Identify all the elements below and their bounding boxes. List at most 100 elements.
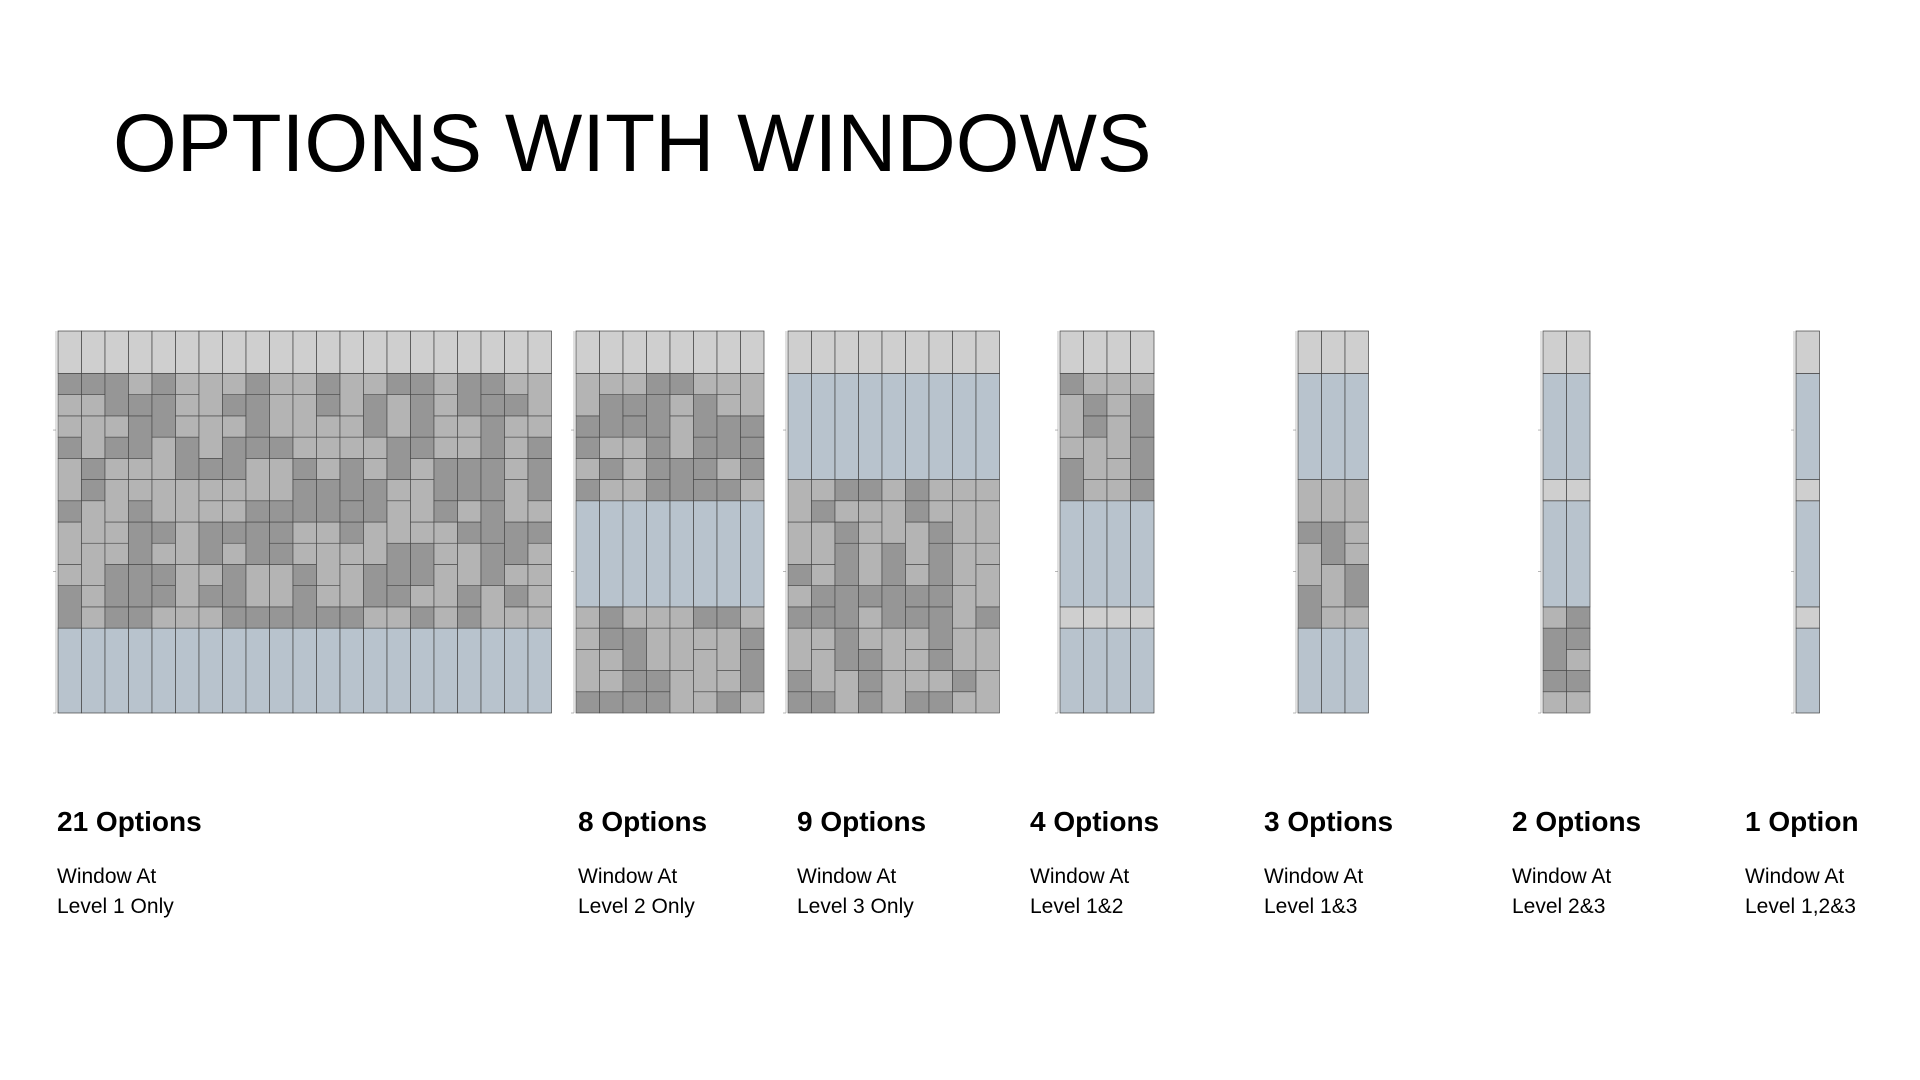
facade-block	[386, 373, 411, 395]
header-panel	[740, 330, 765, 374]
facade-block	[811, 500, 836, 523]
facade-block	[646, 606, 671, 629]
window-panel	[81, 627, 106, 714]
facade-block	[316, 521, 341, 544]
facade-block	[527, 606, 552, 629]
facade-block	[527, 500, 552, 523]
facade-block	[905, 649, 930, 671]
facade-block	[881, 585, 906, 629]
facade-block	[716, 394, 741, 417]
window-panel	[1083, 500, 1108, 608]
facade-block	[1083, 479, 1108, 502]
facade-block	[669, 415, 694, 459]
window-panel	[1344, 627, 1369, 714]
facade-block	[527, 458, 552, 502]
facade-block	[1542, 627, 1567, 671]
facade-block	[1083, 373, 1108, 395]
header-panel	[1321, 330, 1346, 374]
facade-block	[480, 542, 505, 586]
facade-block	[128, 606, 153, 629]
header-panel	[1130, 330, 1155, 374]
facade-block	[646, 436, 671, 459]
window-panel	[1130, 500, 1155, 608]
facade-block	[292, 585, 317, 629]
header-panel	[622, 330, 647, 374]
facade-block	[622, 627, 647, 671]
header-panel	[128, 330, 153, 374]
facade-block	[811, 521, 836, 565]
facade-block	[693, 479, 718, 502]
facade-block	[198, 500, 223, 523]
facade-block	[622, 606, 647, 629]
facade-block	[504, 479, 529, 523]
facade-block	[858, 649, 883, 671]
facade-block	[57, 394, 82, 417]
facade-block	[740, 415, 765, 438]
facade-block	[1344, 521, 1369, 544]
facade-block	[646, 479, 671, 502]
facade-block	[952, 670, 977, 693]
facade-block	[292, 394, 317, 438]
window-panel	[410, 627, 435, 714]
window-panel	[1795, 373, 1820, 480]
facade-block	[292, 564, 317, 586]
window-panel	[1566, 500, 1591, 608]
window-panel	[740, 500, 765, 608]
facade-block	[787, 691, 812, 714]
facade-block	[881, 670, 906, 714]
facade-block	[1566, 627, 1591, 650]
facade-block	[1344, 542, 1369, 565]
facade-block	[363, 373, 388, 395]
facade-diagram	[571, 330, 765, 714]
facade-block	[693, 394, 718, 438]
facade-block	[104, 415, 129, 438]
facade-block	[622, 415, 647, 438]
header-panel	[1297, 330, 1322, 374]
facade-block	[339, 521, 364, 544]
header-panel	[457, 330, 482, 374]
facade-block	[1566, 670, 1591, 693]
window-panel	[787, 373, 812, 480]
facade-block	[198, 415, 223, 459]
facade-block	[1059, 458, 1084, 502]
facade-block	[339, 606, 364, 629]
facade-block	[339, 373, 364, 417]
facade-block	[104, 436, 129, 459]
facade-block	[104, 521, 129, 544]
window-panel	[433, 627, 458, 714]
facade-block	[622, 394, 647, 417]
facade-block	[622, 373, 647, 395]
facade-block	[858, 670, 883, 693]
facade-block	[316, 373, 341, 395]
facade-block	[1106, 373, 1131, 395]
facade-block	[975, 670, 1000, 714]
facade-block	[151, 606, 176, 629]
description-line-1: Window At	[1264, 865, 1364, 888]
window-panel	[1059, 627, 1084, 714]
header-panel	[81, 330, 106, 374]
header-panel	[1059, 606, 1084, 629]
facade-block	[811, 627, 836, 650]
facade-block	[245, 394, 270, 438]
facade-block	[128, 564, 153, 608]
facade-block	[975, 627, 1000, 671]
facade-block	[716, 458, 741, 480]
header-panel	[1106, 330, 1131, 374]
facade-block	[175, 394, 200, 417]
facade-block	[1106, 415, 1131, 459]
facade-block	[646, 691, 671, 714]
facade-block	[269, 458, 294, 502]
facade-block	[433, 500, 458, 523]
facade-block	[527, 564, 552, 586]
facade-block	[1321, 564, 1346, 608]
facade-block	[339, 415, 364, 438]
facade-diagram	[53, 330, 552, 714]
facade-block	[1059, 436, 1084, 459]
facade-block	[57, 521, 82, 565]
facade-block	[151, 373, 176, 395]
facade-block	[128, 500, 153, 523]
facade-block	[410, 394, 435, 438]
header-panel	[222, 330, 247, 374]
facade-block	[905, 585, 930, 608]
facade-block	[386, 500, 411, 544]
